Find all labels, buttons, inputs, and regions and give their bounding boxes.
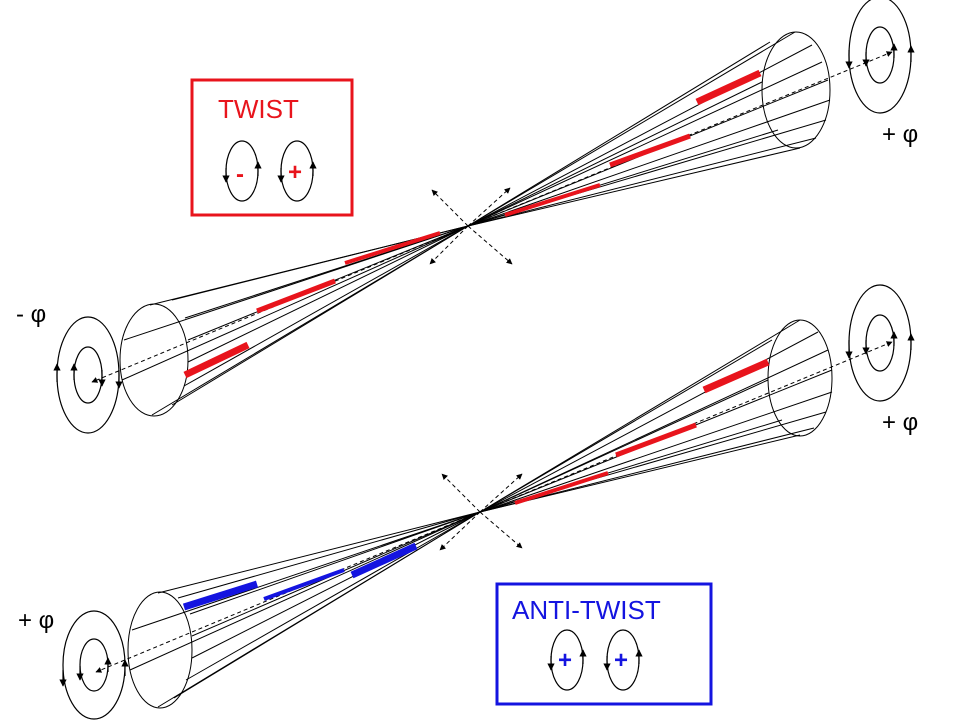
antitwist-right-rotation-glyph <box>603 629 643 691</box>
antitwist-left-rotation-glyph <box>547 629 587 691</box>
antitwist-right-rotation-icon <box>845 284 915 402</box>
antitwist-right-cone <box>479 319 833 513</box>
twist-right-phi-label: + φ <box>882 121 918 148</box>
twist-right-rotation-glyph <box>277 140 317 202</box>
twist-axis-right <box>467 51 893 227</box>
twist-title: TWIST <box>218 94 299 124</box>
twist-left-rotation-glyph <box>222 140 262 202</box>
twist-left-phi-label: - φ <box>16 301 46 328</box>
twist-left-sign: - <box>236 161 244 188</box>
twist-jet: + φ - φ <box>16 0 918 434</box>
twist-right-sign: + <box>288 159 302 186</box>
antitwist-blue-bars <box>182 542 418 611</box>
twist-right-cone <box>467 31 831 227</box>
antitwist-left-sign: + <box>558 647 572 674</box>
antitwist-red-bars <box>514 358 770 505</box>
twist-red-bars <box>183 69 762 379</box>
antitwist-right-phi-label: + φ <box>882 409 918 436</box>
antitwist-legend-box: ANTI-TWIST + + <box>495 582 713 706</box>
twist-right-rotation-icon <box>845 0 915 114</box>
antitwist-left-cone-cap <box>127 591 193 709</box>
antitwist-left-phi-label: + φ <box>18 607 54 634</box>
antitwist-left-rotation-icon <box>59 610 129 720</box>
antitwist-jet: + φ + φ <box>18 284 918 720</box>
antitwist-vertex-cross <box>439 473 523 551</box>
twist-left-rotation-icon <box>53 316 123 434</box>
twist-legend-box: TWIST - + <box>190 78 354 217</box>
twist-left-cone-cap <box>119 303 189 417</box>
antitwist-right-cone-cap <box>767 319 833 437</box>
twist-vertex-cross <box>429 187 513 265</box>
antitwist-left-cone <box>127 511 481 709</box>
antitwist-right-sign: + <box>614 647 628 674</box>
antitwist-axis-left <box>95 511 481 673</box>
antitwist-axis-right <box>479 341 893 513</box>
twist-right-cone-cap <box>761 31 831 149</box>
antitwist-title: ANTI-TWIST <box>512 595 661 625</box>
twist-left-cone <box>119 225 469 417</box>
